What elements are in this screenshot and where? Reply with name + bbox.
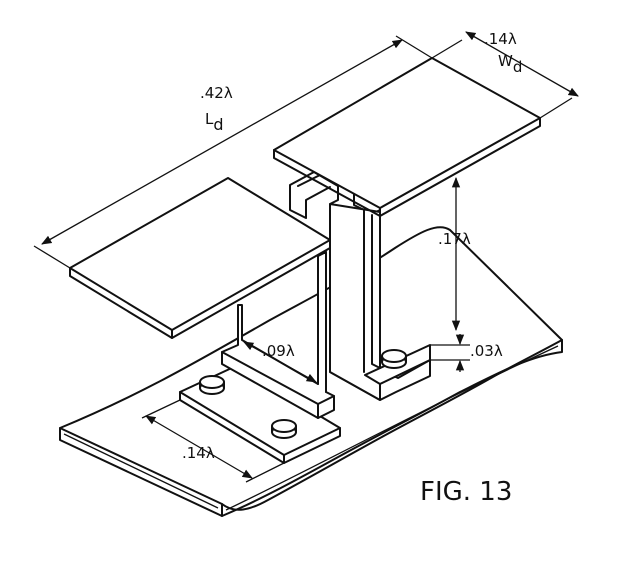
- dimension-base-length: .14λ: [141, 399, 285, 483]
- right-top-plate: [273, 57, 541, 217]
- width-symbol-label: Wd: [498, 52, 522, 76]
- dimension-length: .42λ Ld: [33, 35, 433, 269]
- dimension-width: .14λ Wd: [431, 30, 579, 119]
- left-base-plate: [179, 365, 341, 464]
- length-symbol-label: Ld: [205, 110, 224, 134]
- dimension-height: .17λ: [438, 176, 471, 332]
- figure-caption: FIG. 13: [420, 477, 512, 507]
- length-value-label: .42λ: [200, 84, 233, 102]
- height-value-label: .17λ: [438, 230, 471, 248]
- width-value-label: .14λ: [484, 30, 517, 48]
- foot-height-value-label: .03λ: [470, 342, 503, 360]
- dimension-foot-height: .03λ: [430, 334, 503, 372]
- base-length-value-label: .14λ: [182, 444, 215, 462]
- gap-value-label: .09λ: [262, 342, 295, 360]
- dimension-gap: .09λ: [243, 341, 317, 383]
